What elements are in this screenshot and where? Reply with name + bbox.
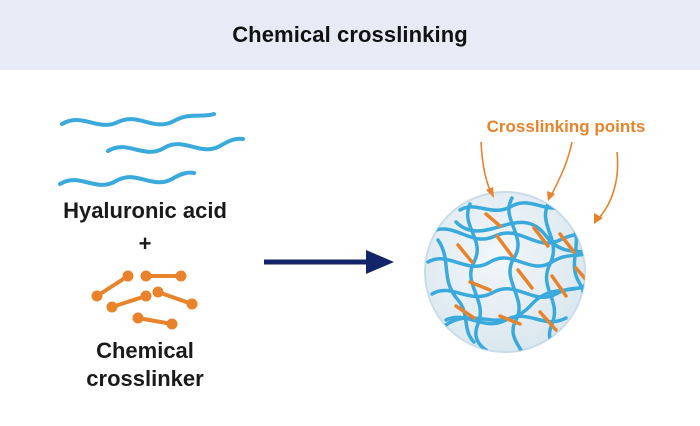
crosslinker-label-line1: Chemical xyxy=(96,338,194,363)
crosslinker-label: Chemical crosslinker xyxy=(60,337,230,393)
crosslinker-label-line2: crosslinker xyxy=(86,366,204,391)
crosslinking-points-text: Crosslinking points xyxy=(486,117,646,136)
polymer-strand xyxy=(60,112,216,127)
polymer-strand xyxy=(58,170,196,187)
title-banner: Chemical crosslinking xyxy=(0,0,700,70)
crosslinker-molecule xyxy=(91,270,134,302)
crosslinker-molecules xyxy=(91,270,198,330)
crosslinking-points-label: Crosslinking points xyxy=(466,117,666,137)
hydrogel-sphere xyxy=(424,191,586,353)
hyaluronic-acid-strands xyxy=(58,112,245,187)
reaction-arrow xyxy=(264,250,394,274)
polymer-strand xyxy=(106,136,245,154)
crosslinking-point-pointers xyxy=(480,141,619,224)
crosslinker-molecule xyxy=(152,286,198,310)
crosslinker-molecule xyxy=(106,290,152,313)
page-title: Chemical crosslinking xyxy=(232,22,468,47)
plus-sign: + xyxy=(138,231,152,256)
hyaluronic-acid-label: Hyaluronic acid xyxy=(63,198,227,223)
crosslinked-network xyxy=(424,191,586,353)
crosslinker-molecule xyxy=(140,270,187,282)
crosslinker-molecule xyxy=(132,312,178,330)
